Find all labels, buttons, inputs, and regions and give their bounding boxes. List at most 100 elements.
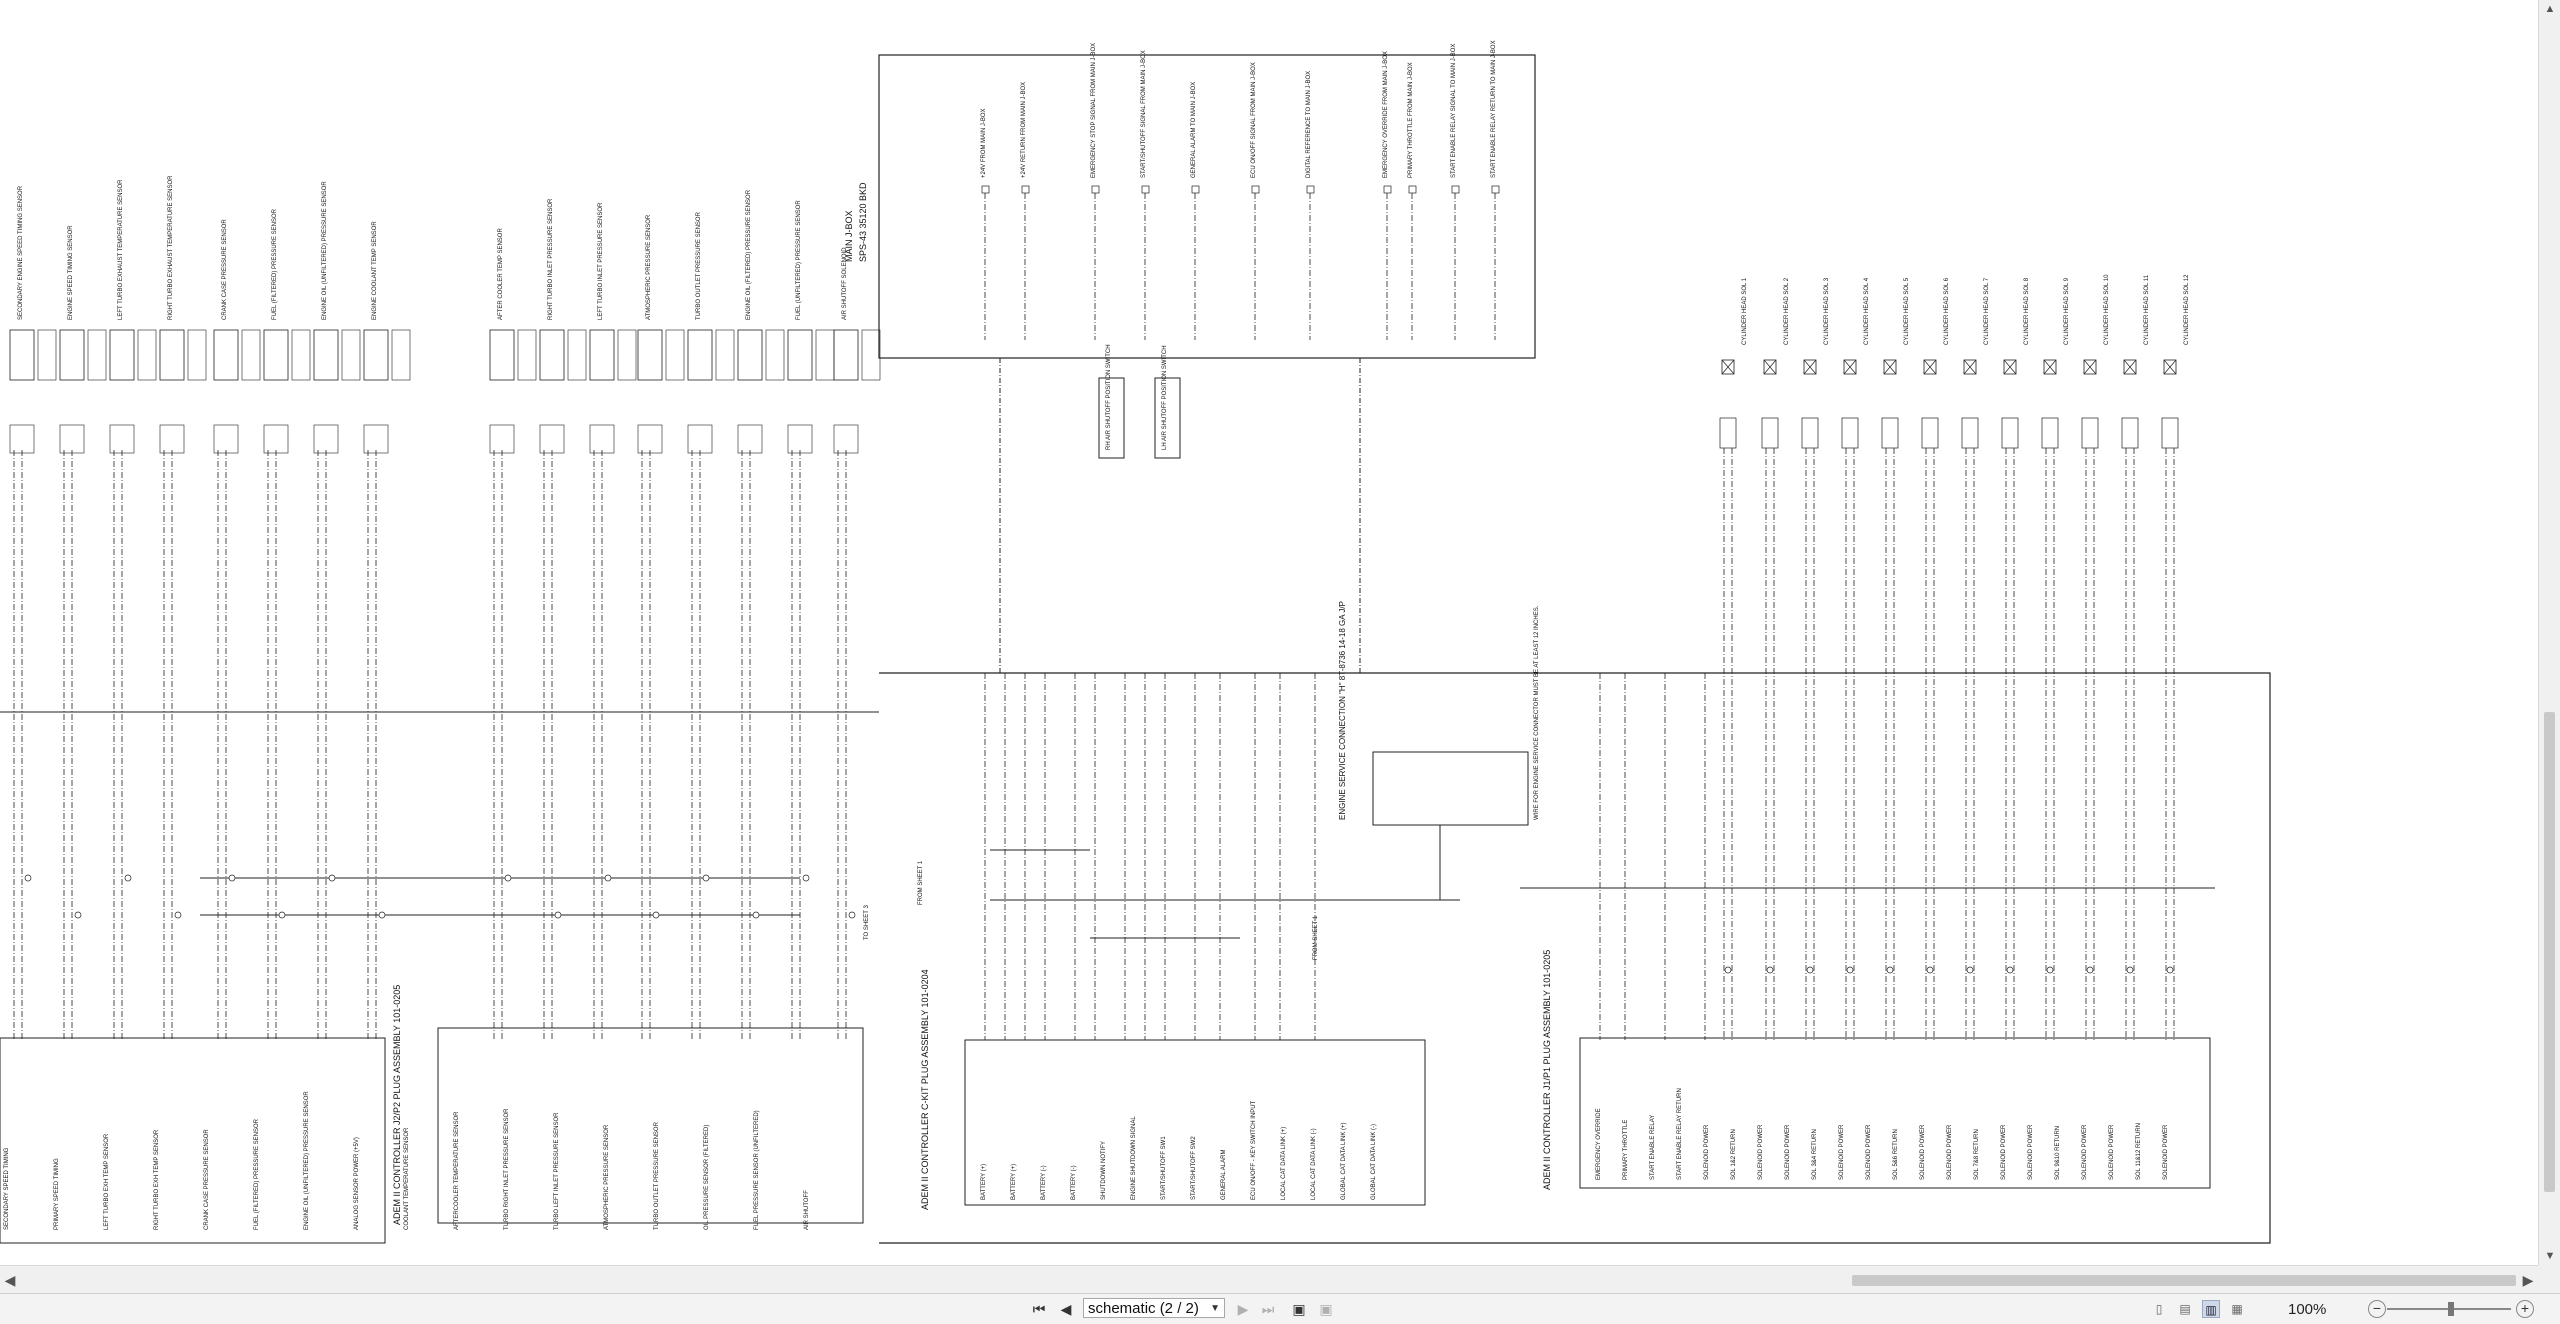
scroll-right-icon[interactable]: ▶	[2522, 1272, 2534, 1288]
zoom-in-icon[interactable]: +	[2516, 1300, 2534, 1318]
sensor-signal-box	[137, 329, 157, 381]
sheet-options-icon[interactable]: ▣	[1319, 1301, 1333, 1317]
sensor-connector-box	[109, 329, 135, 381]
horizontal-scroll-thumb[interactable]	[1852, 1275, 2516, 1286]
book-view-icon[interactable]: ▦	[2231, 1302, 2243, 1316]
plug1-row-label: COOLANT TEMPERATURE SENSOR	[404, 1127, 410, 1230]
sensor-connector-box	[213, 329, 239, 381]
injector-plug-box	[2161, 417, 2179, 449]
continuous-view-icon[interactable]: ▤	[2179, 1302, 2191, 1316]
injector-plug-box	[1761, 417, 1779, 449]
solenoid-mark	[2123, 359, 2137, 375]
solenoid-box	[1843, 359, 1857, 375]
plug1-row-label: TURBO RIGHT INLET PRESSURE SENSOR	[504, 1108, 510, 1230]
jbox-signal-label: START ENABLE RELAY SIGNAL TO MAIN J-BOX	[1451, 44, 1457, 178]
plug1-row-label: RIGHT TURBO EXH TEMP SENSOR	[154, 1129, 160, 1230]
plug1-row-label: AFTERCOOLER TEMPERATURE SENSOR	[454, 1111, 460, 1230]
solenoid-box	[2083, 359, 2097, 375]
main-jbox-title: MAIN J-BOX	[844, 210, 854, 262]
scrollbar-corner	[2538, 1265, 2560, 1293]
splice-node	[174, 911, 182, 919]
splice-node	[124, 874, 132, 882]
sensor-signal-box	[187, 329, 207, 381]
solenoid-mark	[2163, 359, 2177, 375]
injector-label: CYLINDER HEAD SOL 4	[1864, 277, 1870, 345]
solenoid-box	[2043, 359, 2057, 375]
two-page-view-icon[interactable]: ▥	[2202, 1300, 2220, 1318]
sensor-signal-box	[87, 329, 107, 381]
scroll-down-icon[interactable]: ▼	[2544, 1250, 2556, 1262]
injector-label: CYLINDER HEAD SOL 11	[2144, 274, 2150, 345]
sheet-selector[interactable]: schematic (2 / 2) ▼	[1083, 1298, 1225, 1318]
plug3-row-label: SOL 3&4 RETURN	[1812, 1129, 1818, 1180]
horizontal-scrollbar[interactable]: ◀ ▶	[0, 1265, 2538, 1294]
sensor-signal-box	[715, 329, 735, 381]
next-page-icon[interactable]: ▶	[1237, 1301, 1249, 1317]
jbox-terminal	[1251, 185, 1260, 194]
injector-label: CYLINDER HEAD SOL 6	[1944, 277, 1950, 345]
plug3-row-label: SOLENOID POWER	[1785, 1124, 1791, 1180]
ckit-row-label: START/SHUTOFF SW2	[1191, 1136, 1197, 1200]
splice-node	[378, 911, 386, 919]
scroll-up-icon[interactable]: ▲	[2544, 3, 2556, 15]
rh-switch-label: RH AIR SHUTOFF POSITION SWITCH	[1106, 344, 1112, 450]
rh-switch-box	[1098, 377, 1125, 459]
sensor-label: ENGINE OIL (FILTERED) PRESSURE SENSOR	[746, 189, 752, 320]
solenoid-mark	[1843, 359, 1857, 375]
sensor-label: LEFT TURBO INLET PRESSURE SENSOR	[598, 202, 604, 320]
vertical-scroll-thumb[interactable]	[2544, 712, 2555, 1192]
injector-plug-box	[1719, 417, 1737, 449]
splice-node	[1724, 966, 1732, 974]
plug3-row-label: SOLENOID POWER	[2109, 1124, 2115, 1180]
plug1-row-label: ATMOSPHERIC PRESSURE SENSOR	[604, 1124, 610, 1230]
sensor-connector-box	[363, 329, 389, 381]
previous-page-icon[interactable]: ◀	[1060, 1301, 1072, 1317]
jbox-terminal	[1191, 185, 1200, 194]
splice-node	[604, 874, 612, 882]
sensor-signal-box	[815, 329, 835, 381]
sensor-signal-box	[665, 329, 685, 381]
sensor-plug-box	[737, 424, 763, 454]
plug3-row-label: SOLENOID POWER	[1704, 1124, 1710, 1180]
vertical-scrollbar[interactable]: ▲ ▼	[2538, 0, 2560, 1265]
solenoid-box	[1763, 359, 1777, 375]
sensor-connector-box	[489, 329, 515, 381]
sensor-plug-box	[589, 424, 615, 454]
solenoid-box	[1721, 359, 1735, 375]
zoom-level[interactable]: 100%	[2288, 1301, 2327, 1318]
plug3-row-label: SOL 1&2 RETURN	[1731, 1129, 1737, 1180]
insert-sheet-icon[interactable]: ▣	[1292, 1301, 1306, 1317]
injector-label: CYLINDER HEAD SOL 9	[2064, 277, 2070, 345]
sensor-plug-box	[213, 424, 239, 454]
ckit-row-label: ENGINE SHUTDOWN SIGNAL	[1131, 1116, 1137, 1200]
solenoid-mark	[2083, 359, 2097, 375]
scroll-left-icon[interactable]: ◀	[4, 1272, 16, 1288]
plug3-row-label: SOLENOID POWER	[2028, 1124, 2034, 1180]
zoom-slider-knob[interactable]	[2448, 1302, 2454, 1316]
single-page-view-icon[interactable]: ▯	[2155, 1302, 2163, 1316]
injector-label: CYLINDER HEAD SOL 5	[1904, 277, 1910, 345]
solenoid-mark	[2043, 359, 2057, 375]
splice-node	[2046, 966, 2054, 974]
last-page-icon[interactable]: ⏭	[1261, 1301, 1275, 1317]
splice-node	[802, 874, 810, 882]
plug3-row-label: SOLENOID POWER	[1839, 1124, 1845, 1180]
injector-plug-box	[2121, 417, 2139, 449]
splice-node	[752, 911, 760, 919]
sensor-connector-box	[313, 329, 339, 381]
plug1-title: ADEM II CONTROLLER J2/P2 PLUG ASSEMBLY 1…	[392, 985, 402, 1225]
ckit-row-label: BATTERY (-)	[1071, 1165, 1077, 1200]
splice-node	[1966, 966, 1974, 974]
sensor-signal-box	[617, 329, 637, 381]
sensor-label: FUEL (UNFILTERED) PRESSURE SENSOR	[796, 200, 802, 320]
sensor-connector-box	[637, 329, 663, 381]
zoom-out-icon[interactable]: −	[2368, 1300, 2386, 1318]
plug1-row-label: OIL PRESSURE SENSOR (FILTERED)	[704, 1125, 710, 1230]
plug3-row-label: SOL 7&8 RETURN	[1974, 1129, 1980, 1180]
solenoid-box	[1923, 359, 1937, 375]
plug1-row-label: ANALOG SENSOR POWER (+5V)	[354, 1137, 360, 1230]
to-sheet-annotation: TO SHEET 3	[864, 905, 870, 940]
plug3-row-label: SOLENOID POWER	[2001, 1124, 2007, 1180]
first-page-icon[interactable]: ⏮	[1032, 1301, 1046, 1317]
